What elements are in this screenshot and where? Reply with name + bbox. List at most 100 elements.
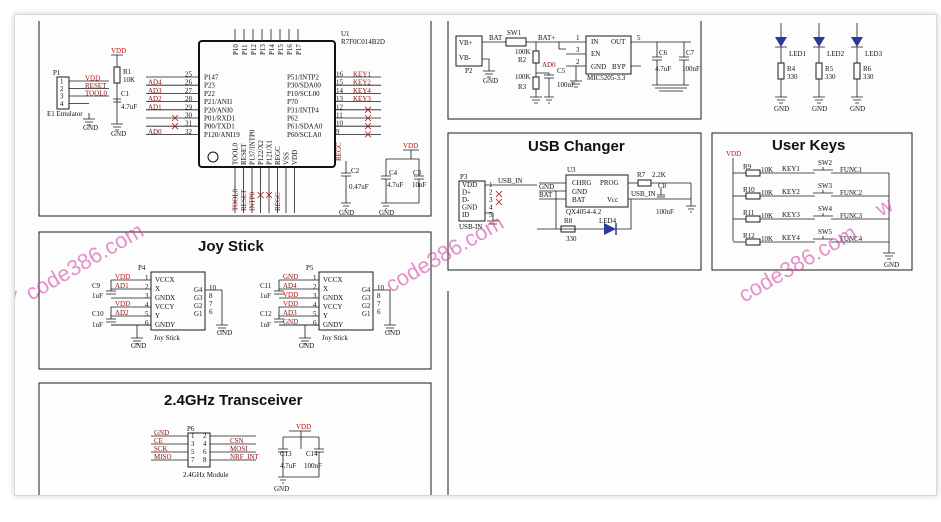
p6-pin-num: 2 — [203, 432, 207, 440]
no-connect-mark — [171, 122, 179, 130]
joystick-pin-num: 7 — [377, 300, 381, 308]
p6-ref: P6 — [187, 425, 195, 433]
key-net: KEY4 — [782, 234, 800, 242]
no-connect-mark — [364, 106, 372, 114]
mcu-left-net: AD4 — [148, 79, 162, 87]
r8-resistor — [560, 225, 576, 233]
c4-value: 4.7uF — [387, 181, 403, 189]
no-connect-mark — [364, 131, 372, 138]
led4-diode — [604, 223, 616, 235]
regulator-body — [585, 35, 632, 75]
no-connect-mark — [171, 114, 179, 122]
c3-ref: C3 — [413, 169, 422, 177]
mcu-right-pin-num: 9 — [336, 128, 340, 136]
key-net: KEY2 — [782, 188, 800, 196]
c7-ref: C7 — [686, 49, 695, 57]
sw1-switch — [505, 37, 527, 47]
ad0-net: AD0 — [542, 61, 556, 69]
joystick-wire — [373, 289, 391, 325]
mcu-left-pin-num: 29 — [185, 103, 193, 111]
watermark-1: code386.com — [21, 218, 148, 306]
usb-title: USB Changer — [528, 138, 625, 155]
c1-gnd: GND — [111, 130, 126, 138]
c1-value: 4.7uF — [121, 103, 137, 111]
rf-title: 2.4GHz Transceiver — [164, 392, 303, 409]
joystick-pin-num: 2 — [145, 283, 149, 291]
p3-connector — [458, 180, 486, 222]
mcu-right-pin: P10/SCL00 — [287, 90, 320, 98]
mcu-left-pins: P14725P2326AD4P2227AD3P21/ANI128AD2P20/A… — [146, 71, 240, 139]
mcu-right-pin: P62 — [287, 115, 298, 123]
mcu-right-pin: P51/INTP2 — [287, 74, 319, 82]
key-func: FUNC1 — [840, 166, 863, 174]
joystick-cap-value: 1uF — [92, 292, 103, 300]
mcu-left-pin: P01/RXD1 — [204, 115, 236, 123]
joystick-gnd: GND — [299, 342, 314, 350]
p6-right-net: CSN — [230, 437, 244, 445]
c5-value: 100nF — [557, 81, 575, 89]
p1-gnd: GND — [83, 124, 98, 132]
p1-ref: P1 — [53, 69, 61, 77]
key-resistor-value: 10K — [761, 212, 773, 220]
r2-resistor — [532, 50, 540, 64]
key-switch-ref: SW2 — [818, 159, 833, 167]
joystick-pin: G3 — [362, 294, 371, 302]
mcu-part: R7F0C014B2D — [341, 38, 385, 46]
c14-value: 100nF — [304, 462, 322, 470]
p3-pin-name: D+ — [462, 189, 471, 197]
key-switch-ref: SW5 — [818, 228, 833, 236]
p3-pin-name: ID — [462, 211, 469, 219]
p1-pin-net: TOOL0 — [85, 90, 108, 98]
mcu-right-net: KEY1 — [353, 71, 371, 79]
reg-in: IN — [591, 38, 598, 46]
joystick-pin: G1 — [362, 310, 371, 318]
joystick-pin-num: 7 — [209, 300, 213, 308]
u3-vcc: Vcc — [607, 196, 618, 204]
joystick-pin: X — [323, 285, 328, 293]
joystick-wire — [110, 280, 151, 326]
p1-pin-num: 3 — [60, 93, 64, 101]
joystick-pin: VCCY — [323, 303, 342, 311]
joystick-pin-num: 4 — [145, 301, 149, 309]
c6-ref: C6 — [659, 49, 668, 57]
reg-byp: BYP — [612, 63, 626, 71]
joystick-pin: G2 — [194, 302, 203, 310]
ground-symbol — [384, 324, 396, 332]
usbin-net-2: USB_IN — [631, 190, 656, 198]
c8-value: 100nF — [656, 208, 674, 216]
section-frames — [38, 21, 913, 495]
p3-pin-name: GND — [462, 204, 477, 212]
ground-symbol — [299, 337, 311, 345]
rf-gnd: GND — [274, 485, 289, 493]
p2-connector — [455, 35, 483, 67]
usb-conn: USB-IN — [459, 223, 482, 231]
keys-title: User Keys — [772, 137, 845, 154]
joystick-net: AD3 — [283, 309, 297, 317]
p2-vbm: VB- — [459, 54, 472, 62]
keys-gnd: GND — [884, 261, 899, 269]
reg-gnd: GND — [591, 63, 606, 71]
joystick-pin-num: 1 — [313, 274, 317, 282]
no-connect-mark — [364, 114, 372, 122]
mcu-right-pin: P70 — [287, 98, 298, 106]
key-resistor-value: 10K — [761, 166, 773, 174]
joystick-pin: G3 — [194, 294, 203, 302]
regc-net: REGC — [335, 142, 343, 161]
mcu-top-pin: P17 — [295, 44, 303, 55]
battery-regulator: VB+ VB- P2 GND BAT SW1 BAT+ 100K R2 AD0 … — [455, 29, 700, 104]
joystick-pin-num: 10 — [209, 284, 217, 292]
joystick-pin-num: 1 — [145, 274, 149, 282]
joystick-p5: P5VCCX1GNDX2AD4GNDX3VDDVCCY4VDDY5AD3GNDY… — [260, 264, 400, 350]
mcu-bottom-pin: RESET — [240, 143, 248, 165]
mcu-left-pin-num: 26 — [185, 79, 193, 87]
mcu-top-pin: P10 — [232, 44, 240, 55]
joystick-ref: P4 — [138, 264, 146, 272]
led-ref: LED3 — [865, 50, 883, 58]
joystick-wire — [278, 280, 319, 326]
key-switch — [811, 236, 889, 243]
mcu-left-pin-num: 25 — [185, 71, 193, 79]
joystick-wire — [205, 289, 223, 325]
